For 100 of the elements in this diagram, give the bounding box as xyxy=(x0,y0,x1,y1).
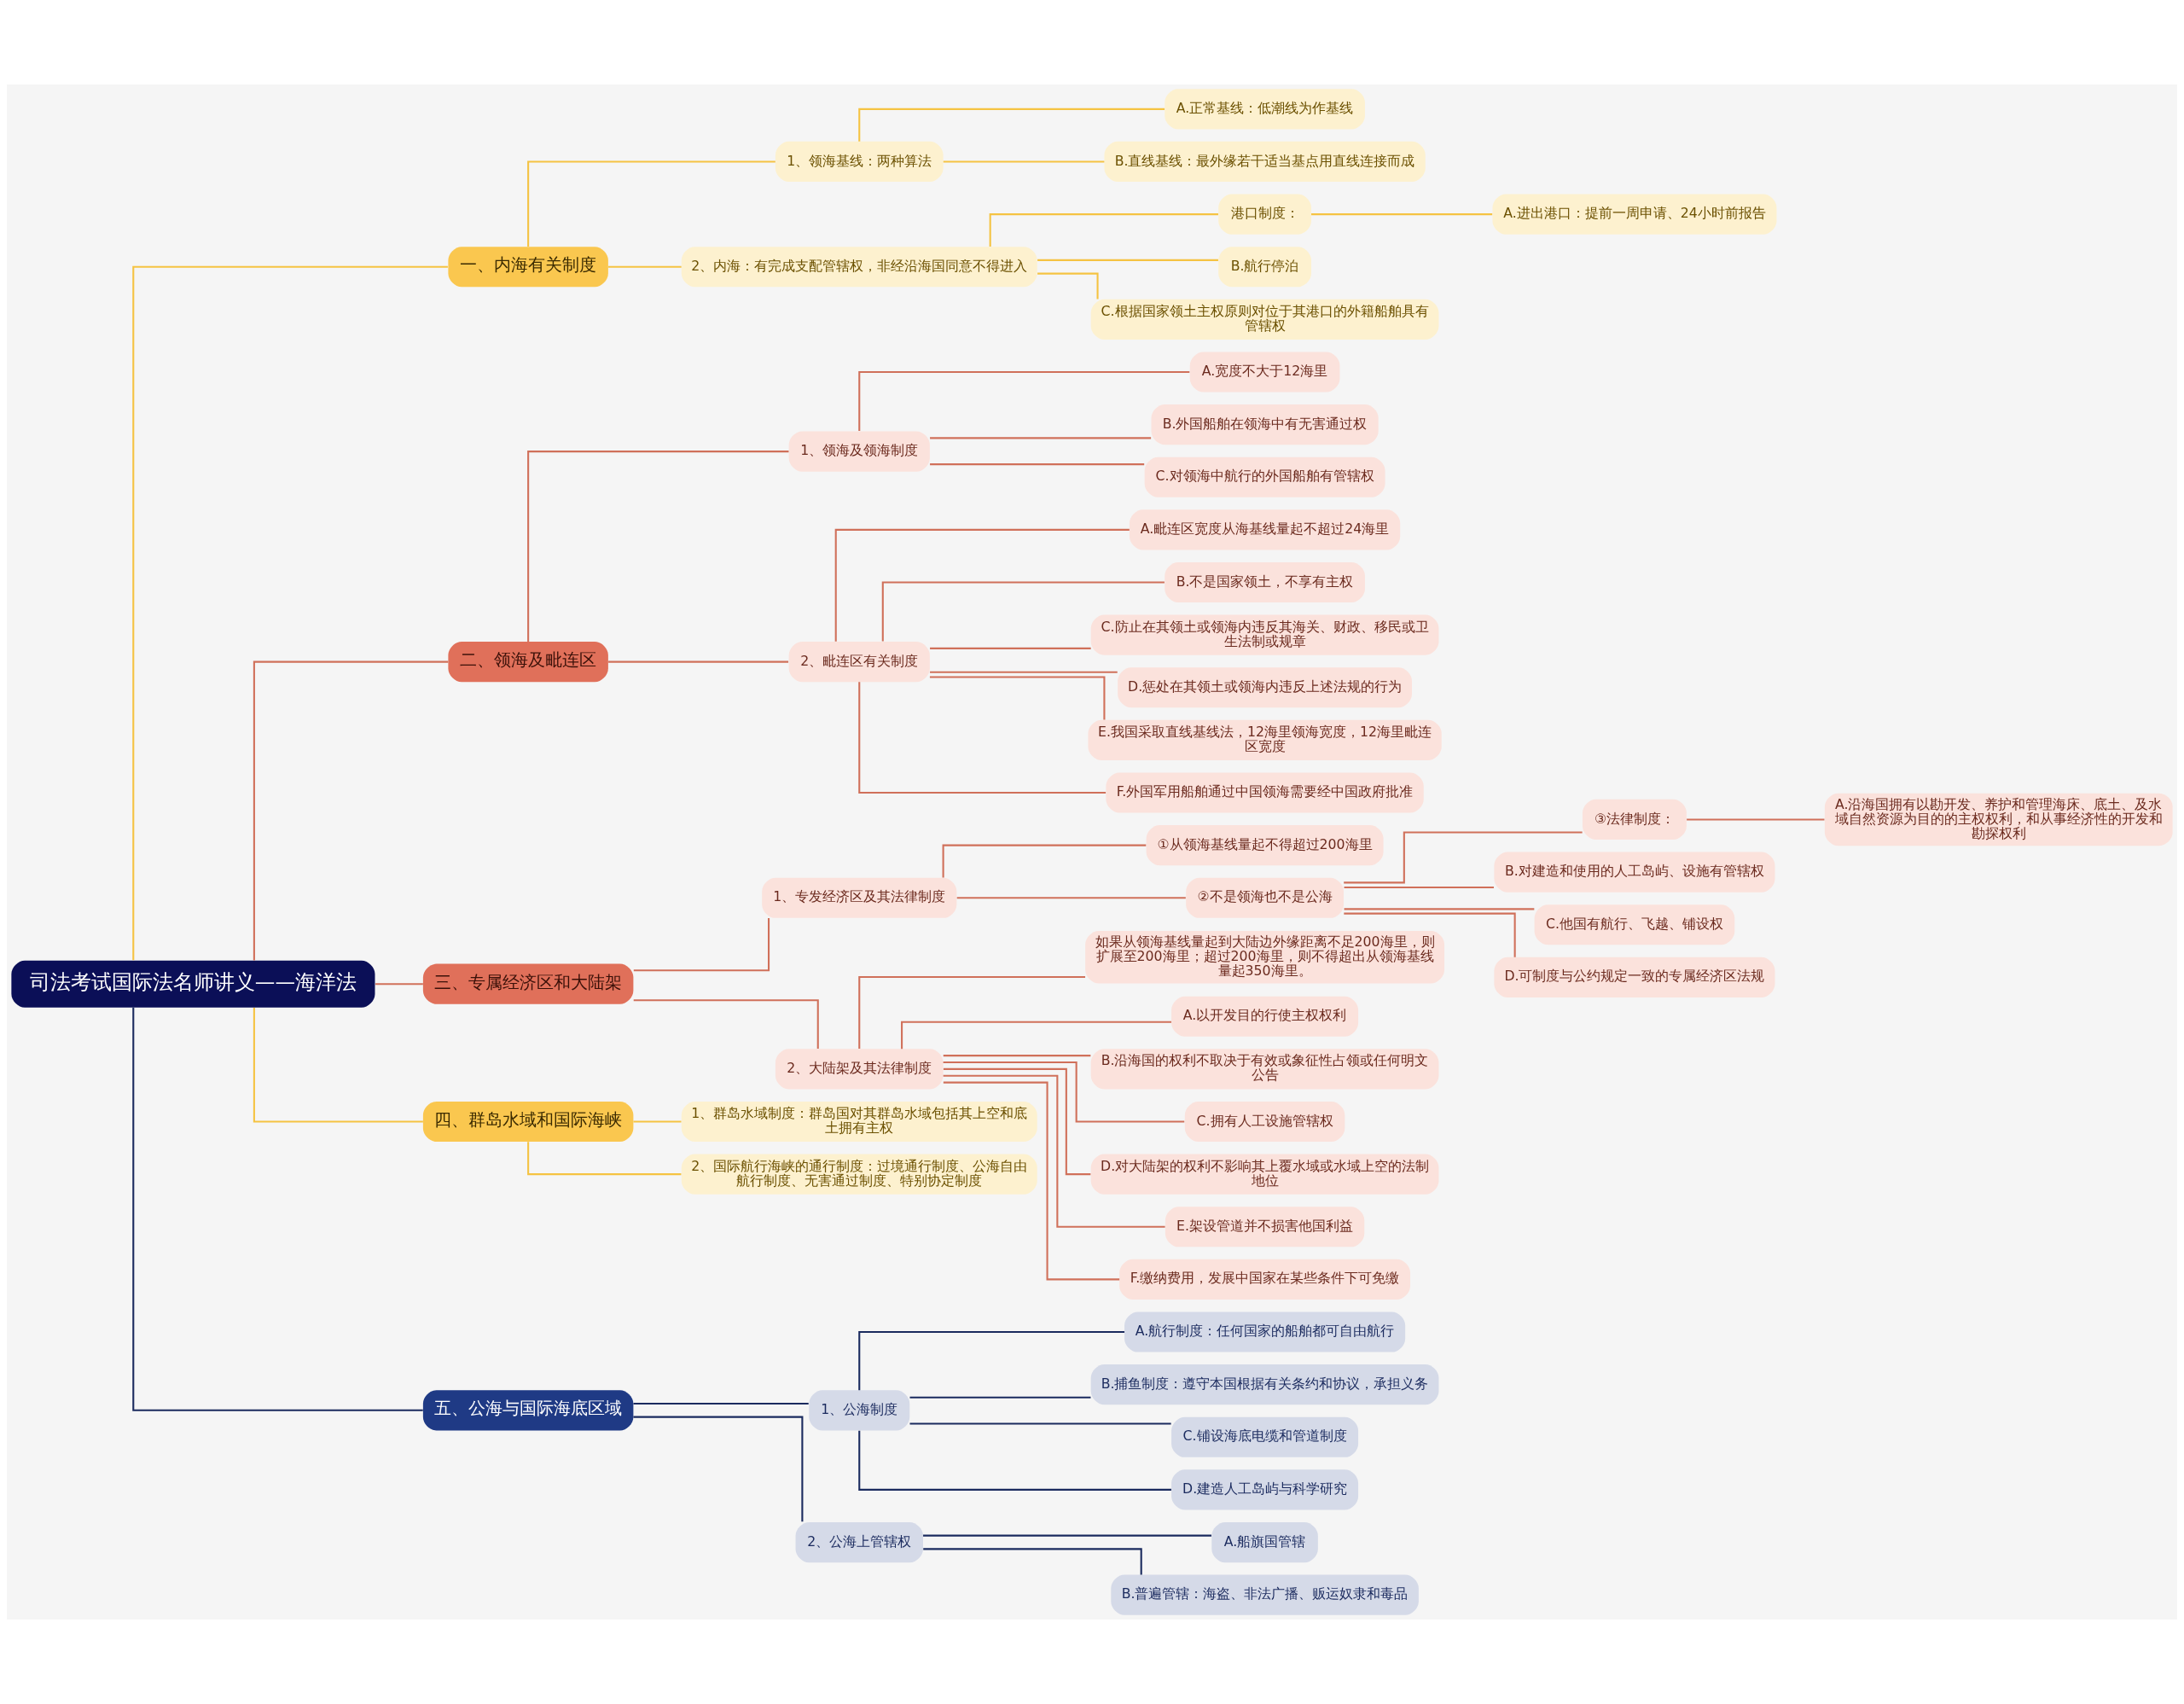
node-box: 2、大陆架及其法律制度 xyxy=(775,1049,944,1090)
connector xyxy=(527,160,775,247)
connector xyxy=(909,1422,1171,1425)
node-box: 五、公海与国际海底区域 xyxy=(422,1390,634,1431)
connector xyxy=(858,108,1165,142)
node-box: 1、公海制度 xyxy=(809,1390,910,1431)
node-box: 1、领海基线：两种算法 xyxy=(775,141,944,183)
node-box: D.建造人工岛屿与科学研究 xyxy=(1171,1469,1359,1510)
connector xyxy=(858,370,1190,432)
connector xyxy=(901,1021,1171,1050)
node-box: A.进出港口：提前一周申请、24小时前报告 xyxy=(1492,194,1777,235)
node-box: 2、毗连区有关制度 xyxy=(788,642,930,683)
node-box: D.惩处在其领土或领海内违反上述法规的行为 xyxy=(1118,667,1412,708)
connector xyxy=(943,1067,1091,1176)
node-box: D.对大陆架的权利不影响其上覆水域或水域上空的法制地位 xyxy=(1090,1154,1439,1195)
connector xyxy=(1344,887,1494,889)
connector xyxy=(930,463,1145,466)
connector xyxy=(633,1402,809,1404)
connector xyxy=(527,1142,682,1176)
connector xyxy=(633,1416,804,1522)
node-box: A.沿海国拥有以勘开发、养护和管理海床、底土、及水域自然资源为目的的主权权利，和从事经济性的开发和勘探权利 xyxy=(1824,793,2173,846)
connector xyxy=(834,528,1130,642)
connector xyxy=(633,917,770,972)
node-box: ③法律制度： xyxy=(1582,799,1687,840)
connector xyxy=(1344,912,1516,957)
connector xyxy=(1311,213,1493,216)
node-box: A.正常基线：低潮线为作基线 xyxy=(1165,89,1365,130)
node-box: A.以开发目的行使主权权利 xyxy=(1171,996,1359,1037)
connector xyxy=(909,1396,1091,1399)
node-box: F.外国军用船舶通过中国领海需要经中国政府批准 xyxy=(1106,772,1424,813)
node-box: A.航行制度：任何国家的船舶都可自由航行 xyxy=(1124,1311,1406,1352)
node-box: B.沿海国的权利不取决于有效或象征性占领或任何明文公告 xyxy=(1090,1049,1439,1090)
node-box: F.缴纳费用，发展中国家在某些条件下可免缴 xyxy=(1119,1259,1411,1300)
connector xyxy=(608,265,682,268)
node-box: 二、领海及毗连区 xyxy=(448,642,608,683)
node-box: A.毗连区宽度从海基线量起不超过24海里 xyxy=(1129,509,1401,550)
node-box: C.防止在其领土或领海内违反其海关、财政、移民或卫生法制或规章 xyxy=(1090,614,1439,655)
node-box: 2、内海：有完成支配管辖权，非经沿海国同意不得进入 xyxy=(681,247,1037,288)
node-box: 四、群岛水域和国际海峡 xyxy=(422,1101,634,1143)
connector xyxy=(930,671,1118,673)
connector xyxy=(956,897,1186,899)
node-box: C.对领海中航行的外国船舶有管辖权 xyxy=(1144,457,1385,497)
connector xyxy=(930,647,1091,649)
node-box: B.不是国家领土，不享有主权 xyxy=(1165,561,1365,603)
connector xyxy=(923,1534,1211,1537)
node-box: 如果从领海基线量起到大陆边外缘距离不足200海里，则扩展至200海里；超过200海里，则不得超出从领海基线量起350海里。 xyxy=(1085,930,1445,984)
node-box: D.可制度与公约规定一致的专属经济区法规 xyxy=(1494,957,1775,997)
connector xyxy=(858,1330,1124,1391)
node-box: B.外国船舶在领海中有无害通过权 xyxy=(1151,404,1379,445)
node-box: E.我国采取直线基线法，12海里领海宽度，12海里毗连区宽度 xyxy=(1088,719,1442,760)
node-box: 2、国际航行海峡的通行制度：过境通行制度、公海自由航行制度、无害通过制度、特别协定制度 xyxy=(681,1154,1037,1195)
connector xyxy=(881,581,1165,642)
node-box: A.船旗国管辖 xyxy=(1211,1521,1318,1563)
connector xyxy=(942,844,1147,878)
node-box: B.直线基线：最外缘若干适当基点用直线连接而成 xyxy=(1104,141,1426,183)
connector xyxy=(633,999,819,1050)
node-box: B.捕鱼制度：遵守本国根据有关条约和协议，承担义务 xyxy=(1090,1364,1439,1405)
connector xyxy=(633,1120,682,1123)
node-box: 1、专发经济区及其法律制度 xyxy=(762,877,957,918)
node-box: 三、专属经济区和大陆架 xyxy=(422,963,634,1004)
connector xyxy=(253,660,449,961)
node-box: C.根据国家领土主权原则对位于其港口的外籍船舶具有管辖权 xyxy=(1090,299,1439,340)
connector xyxy=(943,1081,1120,1281)
node-box: 2、公海上管辖权 xyxy=(795,1521,923,1563)
connector xyxy=(943,1074,1165,1228)
connector xyxy=(1037,272,1099,300)
connector xyxy=(930,437,1152,439)
connector xyxy=(1344,908,1535,910)
connector xyxy=(132,265,448,961)
node-box: B.普遍管辖：海盗、非法广播、贩运奴隶和毒品 xyxy=(1111,1574,1419,1615)
connector xyxy=(943,160,1105,163)
connector xyxy=(1037,259,1218,261)
connector xyxy=(929,676,1106,720)
connector xyxy=(375,983,423,986)
node-box: 司法考试国际法名师讲义——海洋法 xyxy=(11,960,375,1008)
node-box: ①从领海基线量起不得超过200海里 xyxy=(1146,825,1384,866)
node-box: ②不是领海也不是公海 xyxy=(1186,877,1345,918)
node-box: A.宽度不大于12海里 xyxy=(1189,352,1340,393)
connector xyxy=(1687,818,1825,821)
node-box: C.他国有航行、飞越、铺设权 xyxy=(1534,904,1735,945)
connector xyxy=(527,451,789,642)
node-box: 1、领海及领海制度 xyxy=(788,431,930,472)
connector xyxy=(253,1007,423,1123)
connector xyxy=(943,1061,1185,1123)
connector xyxy=(1344,831,1583,884)
connector xyxy=(989,213,1218,247)
connector xyxy=(943,1055,1091,1057)
node-box: E.架设管道并不损害他国利益 xyxy=(1165,1207,1365,1247)
connector xyxy=(858,975,1086,1049)
node-box: 1、群岛水域制度：群岛国对其群岛水域包括其上空和底土拥有主权 xyxy=(681,1101,1037,1143)
node-box: 港口制度： xyxy=(1218,194,1311,235)
connector xyxy=(608,660,789,663)
connector xyxy=(132,1007,423,1411)
connector xyxy=(858,1430,1171,1491)
connector xyxy=(858,682,1107,794)
node-box: C.铺设海底电缆和管道制度 xyxy=(1171,1416,1359,1457)
node-box: 一、内海有关制度 xyxy=(448,247,608,288)
node-box: C.拥有人工设施管辖权 xyxy=(1184,1101,1345,1143)
node-box: B.对建造和使用的人工岛屿、设施有管辖权 xyxy=(1494,852,1775,893)
node-box: B.航行停泊 xyxy=(1218,247,1311,288)
